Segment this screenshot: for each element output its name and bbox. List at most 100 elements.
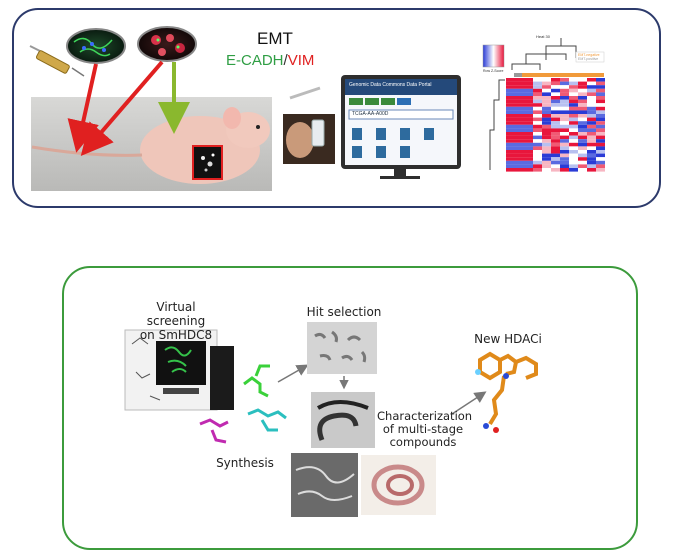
heatmap-cell (587, 106, 596, 111)
heatmap-cell (542, 146, 551, 150)
heatmap-cell (578, 142, 587, 147)
heatmap-cell (551, 88, 560, 93)
heatmap-cell (587, 92, 596, 96)
heatmap-cell (542, 96, 551, 100)
heatmap-cell (569, 110, 578, 114)
heatmap-cell (524, 117, 533, 122)
heatmap-cell (587, 128, 596, 132)
heatmap-cell (506, 81, 515, 86)
heatmap-cell (587, 96, 596, 100)
heatmap-cell (542, 106, 551, 111)
heatmap-cell (569, 142, 578, 147)
heatmap-cell (569, 150, 578, 154)
heatmap-cell (533, 81, 542, 86)
emt-markers: E-CADH/VIM (226, 52, 314, 69)
heatmap-cell (524, 114, 533, 118)
heatmap-cell (542, 164, 551, 168)
heatmap-cell (587, 153, 596, 158)
heatmap-cell (560, 117, 569, 122)
heatmap-cell (524, 150, 533, 154)
heatmap-cell (542, 88, 551, 93)
heatmap-cell (515, 85, 524, 89)
heatmap-cell (533, 88, 542, 93)
heatmap-cell (506, 128, 515, 132)
heatmap-cell (587, 146, 596, 150)
heatmap-cell (596, 103, 605, 107)
heatmap-cell (578, 124, 587, 129)
heatmap-cell (596, 124, 605, 129)
heatmap-cell (551, 164, 560, 168)
heatmap-cell (506, 164, 515, 168)
heatmap-cell (587, 139, 596, 143)
heatmap-cell (569, 85, 578, 89)
heatmap-cell (533, 146, 542, 150)
heatmap-cell (560, 103, 569, 107)
heatmap-cell (578, 157, 587, 161)
heatmap-cell (533, 150, 542, 154)
heatmap-cell (506, 142, 515, 147)
heatmap-cell (515, 81, 524, 86)
new-hdaci-molecule-image (475, 351, 538, 433)
heatmap-cell (533, 164, 542, 168)
heatmap-cell (533, 121, 542, 125)
heatmap-cell (515, 150, 524, 154)
vim-marker-label: VIM (287, 52, 315, 69)
heatmap-cell (551, 103, 560, 107)
heatmap-cell (569, 160, 578, 165)
heatmap-cell (506, 110, 515, 114)
heatmap-cell (587, 117, 596, 122)
heatmap-cell (506, 85, 515, 89)
heatmap-cell (560, 128, 569, 132)
heatmap-cell (515, 121, 524, 125)
heatmap-cell (587, 157, 596, 161)
heatmap-cell (551, 128, 560, 132)
hit-selection-label: Hit selection (306, 305, 382, 319)
heatmap-cell (596, 146, 605, 150)
heatmap-cell (551, 78, 560, 82)
portal-title: Genomic Data Commons Data Portal (349, 82, 432, 88)
heatmap-cell (506, 135, 515, 140)
heatmap-cell (560, 121, 569, 125)
heatmap-cell (560, 132, 569, 136)
heatmap-cell (524, 128, 533, 132)
heatmap-cell (506, 117, 515, 122)
heatmap-cell (515, 96, 524, 100)
heatmap-cell (524, 160, 533, 165)
heatmap-cell (596, 110, 605, 114)
heatmap-cell (560, 164, 569, 168)
heatmap-cell (596, 117, 605, 122)
heatmap-cell (551, 135, 560, 140)
ecadh-marker-label: E-CADH (226, 52, 284, 69)
heatmap-cell (551, 139, 560, 143)
heatmap-cell (578, 110, 587, 114)
heatmap-cell (578, 153, 587, 158)
heatmap-cell (560, 124, 569, 129)
heatmap-cell (533, 117, 542, 122)
heatmap-cell (560, 85, 569, 89)
heatmap-cell (542, 157, 551, 161)
synthesis-label: Synthesis (216, 456, 274, 470)
heatmap-cell (533, 135, 542, 140)
heatmap-cell (551, 96, 560, 100)
heatmap-cell (506, 78, 515, 82)
heatmap-cell (569, 139, 578, 143)
synthesized-compound-structures-image (199, 364, 287, 444)
heatmap-cell (560, 160, 569, 165)
heatmap-cell (524, 135, 533, 140)
heatmap-cell (578, 85, 587, 89)
heatmap-cell (560, 78, 569, 82)
heatmap-cell (569, 132, 578, 136)
new-hdaci-label: New HDACi (474, 332, 542, 346)
heatmap-cell (560, 92, 569, 96)
heatmap-cell (533, 157, 542, 161)
heatmap-cell (596, 96, 605, 100)
heatmap-cell (560, 106, 569, 111)
heatmap-cell (551, 81, 560, 86)
heatmap-cell (551, 160, 560, 165)
heatmap-cell (515, 110, 524, 114)
heatmap-cell (524, 153, 533, 158)
heatmap-cell (569, 124, 578, 129)
heatmap-cell (524, 121, 533, 125)
heatmap-cell (569, 88, 578, 93)
heatmap-cell (596, 160, 605, 165)
